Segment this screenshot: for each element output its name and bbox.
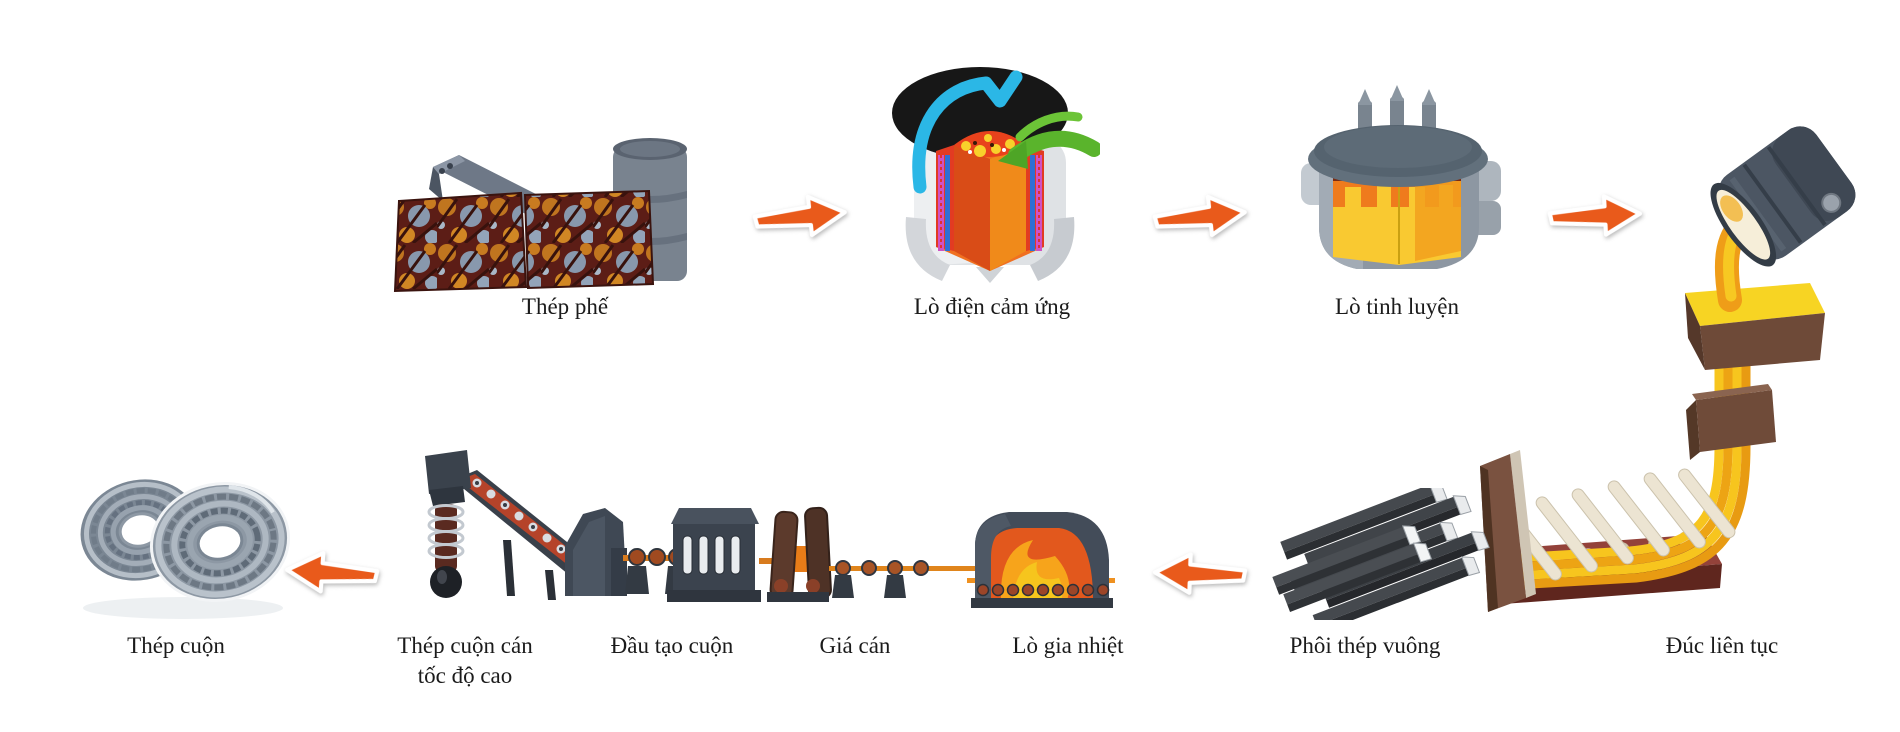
label-square-billet: Phôi thép vuông (1289, 633, 1441, 658)
billet-bar (1272, 525, 1422, 595)
charge-chute-green (998, 111, 1102, 169)
induction-furnace-illustration (880, 55, 1102, 295)
scrap-bale-right (523, 189, 655, 290)
billet-bar (1312, 556, 1481, 633)
arrow-right-icon (748, 188, 852, 246)
billet-bundle (1272, 483, 1490, 633)
scrap-steel-illustration (385, 105, 690, 295)
wire-rod-coil-illustration (68, 428, 303, 628)
label-continuous-casting: Đúc liên tục (1665, 633, 1779, 658)
mould-block (1686, 384, 1776, 460)
label-rolling-stand: Giá cán (819, 633, 891, 658)
pinch-roll-unit (565, 508, 627, 596)
billet-bar (1280, 483, 1448, 560)
label-reheating-furnace: Lò gia nhiệt (1012, 633, 1124, 658)
arrow-left-icon (1149, 548, 1251, 599)
reheating-furnace-arch (967, 512, 1119, 608)
label-high-speed-coil: Thép cuộn cán tốc độ cao (397, 633, 533, 688)
edger-stands (759, 506, 832, 602)
refining-furnace-illustration (1293, 75, 1505, 280)
continuous-casting-illustration (1480, 98, 1900, 626)
label-wire-rod-coil: Thép cuộn (127, 633, 225, 658)
rolling-mill-line-illustration (415, 428, 1119, 626)
label-laying-head: Đầu tạo cuộn (610, 633, 734, 658)
label-induction-furnace: Lò điện cảm ứng (913, 294, 1071, 319)
arrow-left-icon (280, 546, 383, 601)
roller-table-right (829, 560, 979, 598)
tundish (1685, 283, 1825, 370)
rolling-stand-block (667, 508, 761, 602)
tilt-wall (1480, 450, 1536, 612)
square-billet-illustration (1272, 483, 1527, 633)
scrap-bale-left (393, 191, 528, 293)
cast-strands (1494, 360, 1751, 591)
arc-arrow-cyan (912, 70, 1023, 194)
label-scrap-steel: Thép phế (521, 294, 609, 319)
coil-shadow (83, 597, 283, 619)
arrow-right-icon (1544, 189, 1646, 242)
induction-coils (938, 155, 1042, 251)
laying-head-machine (425, 450, 471, 598)
billet-bar (1283, 542, 1433, 612)
arrow-right-icon (1148, 188, 1252, 246)
coil-right (149, 481, 291, 603)
pouring-ladle (1710, 126, 1856, 267)
label-refining-furnace: Lò tinh luyện (1335, 294, 1459, 319)
